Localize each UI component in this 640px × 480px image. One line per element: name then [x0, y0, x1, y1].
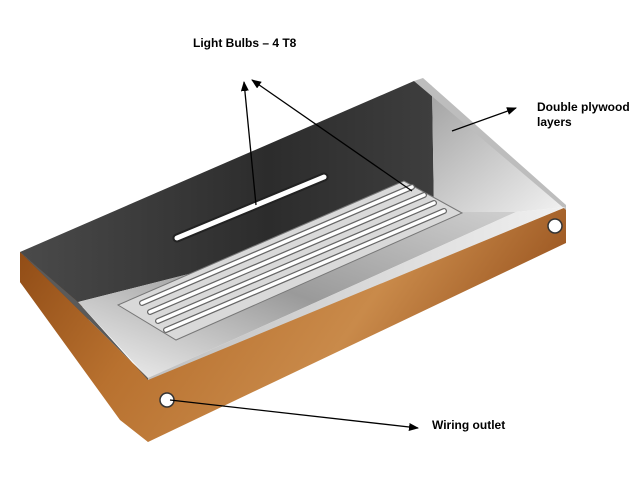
back-wall: [20, 81, 434, 302]
label-light-bulbs: Light Bulbs – 4 T8: [193, 36, 297, 50]
arrow-wiring: [169, 399, 419, 431]
label-double-plywood-line1: Double plywood: [537, 100, 630, 114]
arrow-bulbs-2: [251, 79, 413, 192]
arrow-bulbs-1: [240, 81, 257, 206]
label-wiring-outlet: Wiring outlet: [432, 418, 506, 432]
arrow-plywood: [451, 107, 517, 132]
tube-upper-glow: [174, 174, 327, 241]
label-double-plywood-line2: layers: [537, 115, 572, 129]
box-front-face: [20, 207, 566, 442]
label-double-plywood: Double plywood layers: [537, 100, 630, 130]
interior-floor: [78, 212, 516, 378]
right-wall: [414, 81, 566, 212]
front-lip: [148, 207, 566, 380]
tube-coil-highlight: [140, 185, 446, 332]
right-rim: [414, 78, 566, 210]
wiring-hole-right: [547, 218, 563, 234]
